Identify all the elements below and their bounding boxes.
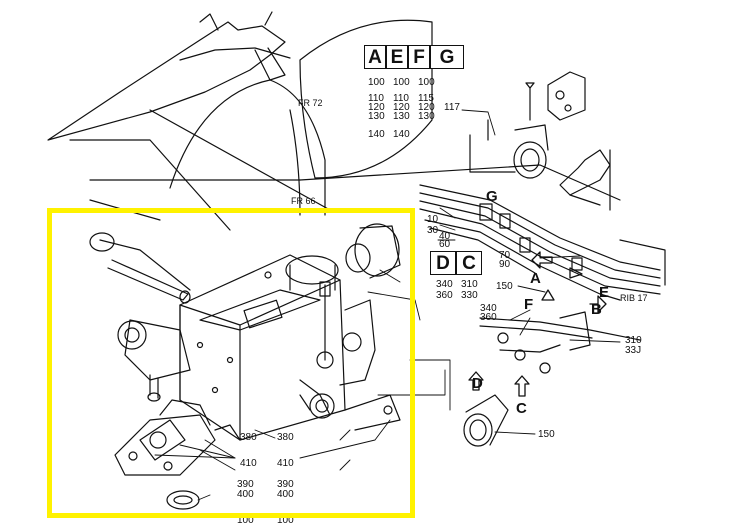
model-box-g: G <box>430 45 464 69</box>
model-box-e: E <box>386 45 408 69</box>
grid-cell: 120 <box>393 102 410 113</box>
arrow-117 <box>525 82 535 89</box>
callout-100-left: 100 <box>237 515 254 526</box>
arrow-e <box>569 267 583 279</box>
callout-410-left: 410 <box>240 458 257 469</box>
callout-40: 40 <box>439 231 451 242</box>
callout-60: 60 <box>439 239 451 250</box>
callout-400-right: 400 <box>277 489 294 500</box>
grid-cell: 100 <box>393 77 410 88</box>
model-box-c: C <box>456 251 482 275</box>
model-box-f: F <box>408 45 430 69</box>
callout-70: 70 <box>499 250 511 261</box>
arrow-b <box>589 295 607 313</box>
callout-150-pipe: 150 <box>496 281 513 292</box>
view-arrows <box>468 82 607 397</box>
model-box-d: D <box>430 251 456 275</box>
grid-cell: 100 <box>418 77 435 88</box>
aircraft-silhouette <box>47 11 291 141</box>
main-unit <box>89 232 401 510</box>
grid-cell: 100 <box>368 77 385 88</box>
grid-cell: 130 <box>368 111 385 122</box>
view-letter-e: E <box>599 284 610 301</box>
fuselage-section <box>69 19 666 286</box>
grid-cell: 130 <box>393 111 410 122</box>
callout-400-left: 400 <box>237 489 254 500</box>
callout-360-box: 360 <box>436 290 453 301</box>
arrow-a <box>531 251 553 269</box>
clamp-assembly <box>469 71 611 206</box>
callout-410-right: 410 <box>277 458 294 469</box>
grid-cell: 120 <box>418 102 435 113</box>
model-box-a: A <box>364 45 386 69</box>
callout-360-fitting: 360 <box>480 312 497 323</box>
round-filter <box>345 223 401 279</box>
view-letter-f: F <box>524 296 534 313</box>
callout-150-nozzle: 150 <box>538 429 555 440</box>
callout-310-pipe: 310 <box>625 335 642 346</box>
arrow-f <box>541 289 555 301</box>
callout-330-box: 330 <box>461 290 478 301</box>
callout-340-box: 340 <box>436 279 453 290</box>
frame-label-fr72: FR 72 <box>298 98 323 108</box>
grid-cell: 110 <box>393 93 409 104</box>
grid-cell: 130 <box>418 111 435 122</box>
arrow-c <box>514 375 530 397</box>
callout-310-box: 310 <box>461 279 478 290</box>
view-letter-g: G <box>486 188 498 205</box>
grid-cell: 110 <box>368 93 384 104</box>
arrow-d <box>468 371 484 391</box>
callout-33j-pipe: 33J <box>625 345 642 356</box>
callout-90: 90 <box>499 259 511 270</box>
callout-380-left: 380 <box>240 432 257 443</box>
callout-117: 117 <box>444 102 460 113</box>
grid-cell: 140 <box>368 129 385 140</box>
view-letter-a: A <box>530 270 541 287</box>
view-letter-c: C <box>516 400 527 417</box>
frame-label-fr66: FR 66 <box>291 196 316 206</box>
view-letter-b: B <box>591 301 602 318</box>
callout-100-right: 100 <box>277 515 294 526</box>
grid-cell: 115 <box>418 93 434 104</box>
callout-10: 10 <box>427 214 439 225</box>
callout-390-right: 390 <box>277 479 294 490</box>
view-letter-d: D <box>472 375 483 392</box>
nozzle-fitting <box>463 394 509 447</box>
callout-30: 30 <box>427 225 439 236</box>
callout-340-fitting: 340 <box>480 303 497 314</box>
leader-lines <box>154 109 621 501</box>
frame-label-rib17: RIB 17 <box>620 293 648 303</box>
callout-390-left: 390 <box>237 479 254 490</box>
grid-cell: 140 <box>393 129 410 140</box>
grid-cell: 120 <box>368 102 385 113</box>
callout-380-right: 380 <box>277 432 294 443</box>
